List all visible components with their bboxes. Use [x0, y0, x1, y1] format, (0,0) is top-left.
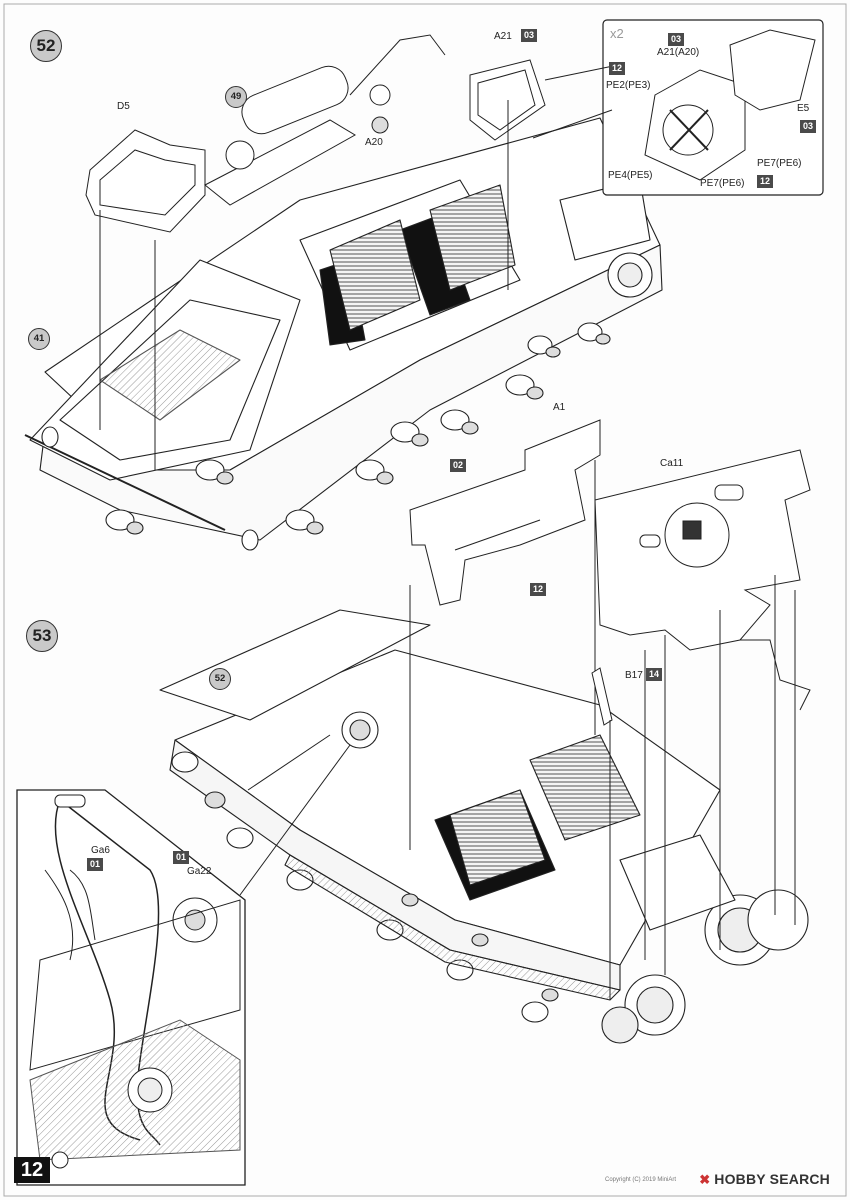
badge-ga6: 01: [87, 858, 103, 871]
label-pe7-b: PE7(PE6): [700, 178, 745, 189]
badge-ga22: 01: [173, 851, 189, 864]
label-ca11: Ca11: [660, 458, 684, 469]
watermark-text: HOBBY SEARCH: [714, 1171, 830, 1187]
label-d5: D5: [117, 101, 130, 112]
watermark: ✖HOBBY SEARCH: [699, 1171, 830, 1188]
label-a21: A21: [494, 31, 512, 42]
label-pe4-pe5: PE4(PE5): [608, 170, 653, 181]
step-53-hull-drawing: [159, 609, 809, 1044]
watermark-logo-icon: ✖: [699, 1172, 711, 1187]
badge-b17: 14: [646, 668, 662, 681]
label-x2: x2: [610, 26, 624, 41]
detail-inset-box: [16, 789, 246, 1186]
step-52-inset: [532, 19, 824, 196]
label-e5: E5: [797, 103, 810, 114]
badge-inset-pe2: 12: [609, 62, 625, 75]
badge-a21: 03: [521, 29, 537, 42]
part-49-gun-assembly: [204, 34, 446, 206]
label-b17: B17: [625, 670, 643, 681]
label-ga22: Ga22: [187, 866, 212, 877]
part-a1-plate: [409, 419, 601, 606]
label-pe2-pe3: PE2(PE3): [606, 80, 651, 91]
label-ga6: Ga6: [91, 845, 110, 856]
label-pe7-a: PE7(PE6): [757, 158, 802, 169]
part-ca11-plate: [594, 449, 811, 651]
label-a21-a20: A21(A20): [657, 47, 700, 58]
badge-inset-pe7: 12: [757, 175, 773, 188]
step-number-52: 52: [30, 30, 62, 62]
badge-inset-e5: 03: [800, 120, 816, 133]
page-frame: [3, 3, 847, 1197]
copyright-text: Copyright (C) 2019 MiniArt: [605, 1177, 677, 1183]
page-number: 12: [14, 1157, 50, 1183]
label-a1: A1: [553, 402, 566, 413]
ref-circle-41: 41: [28, 328, 50, 350]
badge-a1-bottom: 12: [530, 583, 546, 596]
badge-inset-top: 03: [668, 33, 684, 46]
ref-circle-49: 49: [225, 86, 247, 108]
badge-a1-top: 02: [450, 459, 466, 472]
step-52-hull-drawing: [24, 117, 663, 551]
part-b17-strip: [591, 667, 613, 726]
ref-circle-52: 52: [209, 668, 231, 690]
label-a20: A20: [365, 137, 383, 148]
step-number-53: 53: [26, 620, 58, 652]
part-d5-drawing: [85, 129, 206, 233]
